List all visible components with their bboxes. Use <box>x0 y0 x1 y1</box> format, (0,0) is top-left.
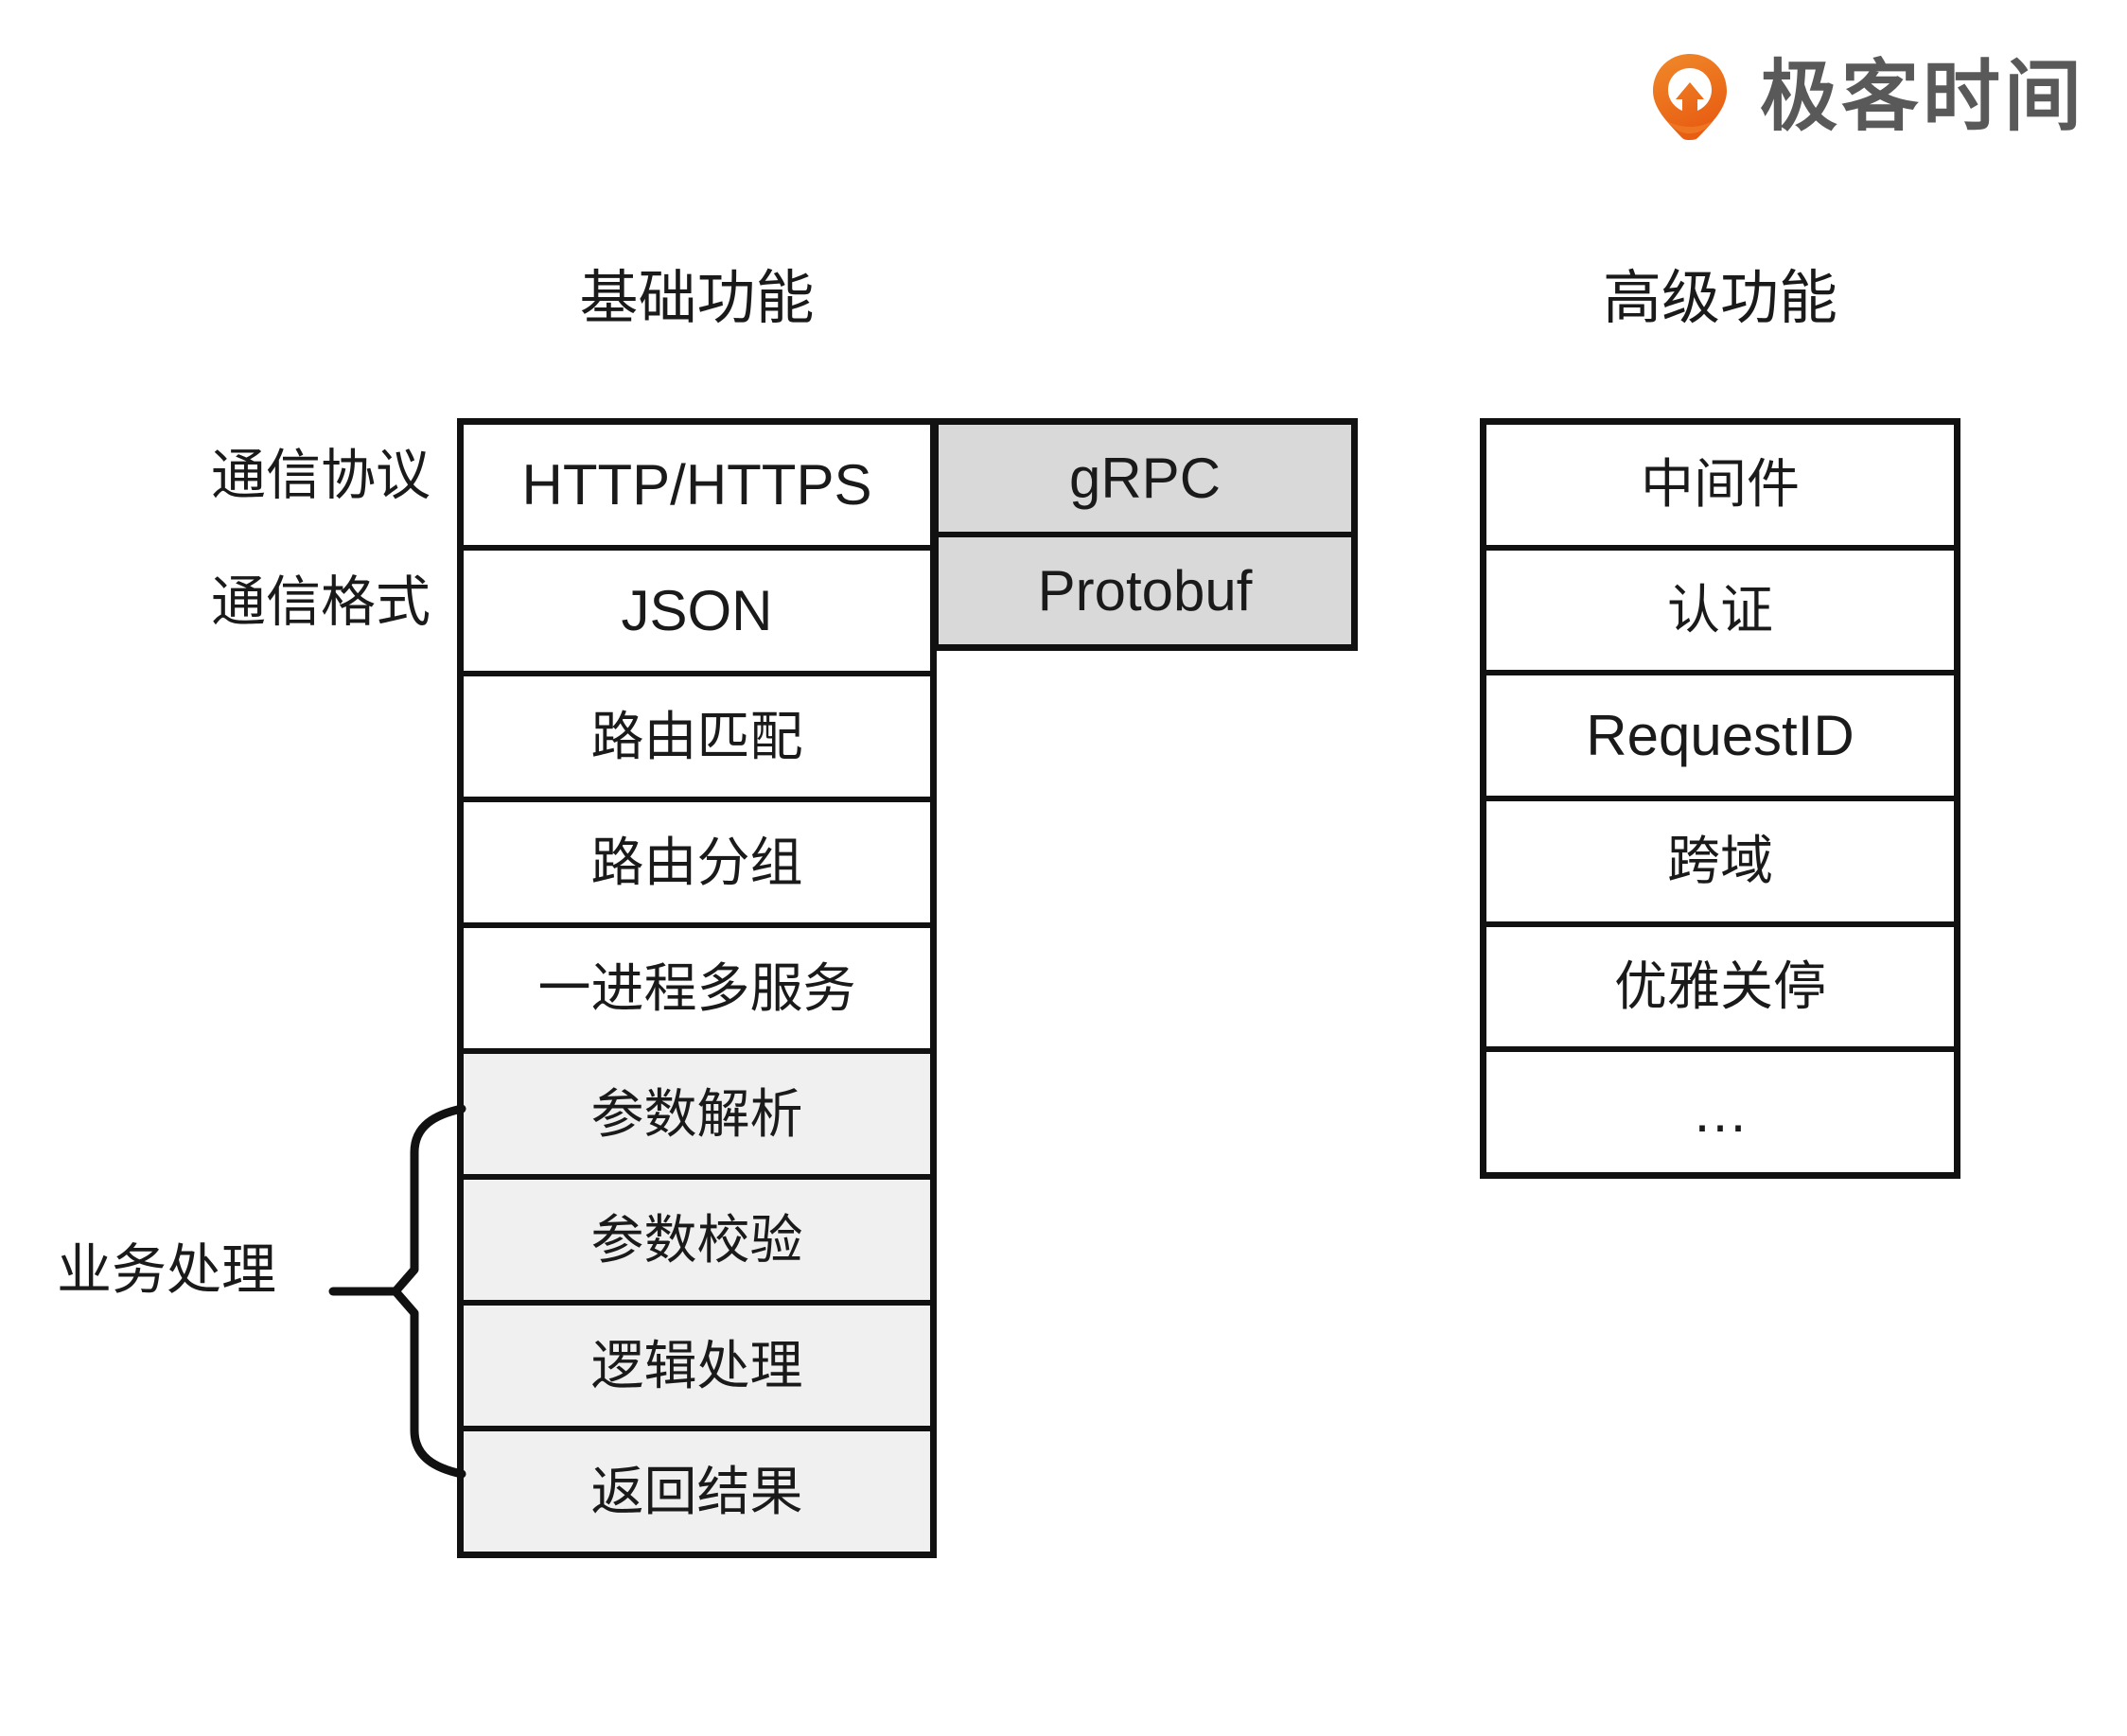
protocol_alt-cell: gRPC <box>939 425 1351 537</box>
protocol_alt-cell: Protobuf <box>939 537 1351 644</box>
basic-cell: 参数解析 <box>464 1054 930 1180</box>
basic-cell: 返回结果 <box>464 1431 930 1552</box>
basic-cell: JSON <box>464 551 930 676</box>
advanced-cell: RequestID <box>1486 675 1954 802</box>
side-label-communication-format: 通信格式 <box>210 571 431 633</box>
advanced-cell: 中间件 <box>1486 425 1954 551</box>
basic-cell: 一进程多服务 <box>464 928 930 1054</box>
curly-brace-icon <box>328 1104 466 1479</box>
advanced-cell: 认证 <box>1486 550 1954 676</box>
advanced-cell: 优雅关停 <box>1486 926 1954 1053</box>
brand-wordmark: 极客时间 <box>1760 54 2086 140</box>
basic-cell: 路由匹配 <box>464 676 930 802</box>
advanced-cell: … <box>1486 1052 1954 1173</box>
basic-cell: HTTP/HTTPS <box>464 425 930 551</box>
basic-cell: 参数校验 <box>464 1180 930 1306</box>
side-label-communication-protocol: 通信协议 <box>210 445 431 506</box>
side-label-business-process: 业务处理 <box>57 1239 277 1301</box>
business-process-group: 业务处理 <box>57 1069 473 1514</box>
heading-advanced-features: 高级功能 <box>1602 266 1837 331</box>
heading-basic-features: 基础功能 <box>579 266 815 331</box>
geektime-pin-logo-icon <box>1644 52 1735 143</box>
basic-cell: 路由分组 <box>464 802 930 928</box>
brand-logo: 极客时间 <box>1644 52 2085 143</box>
advanced-cell: 跨域 <box>1486 801 1954 927</box>
basic-cell: 逻辑处理 <box>464 1306 930 1431</box>
